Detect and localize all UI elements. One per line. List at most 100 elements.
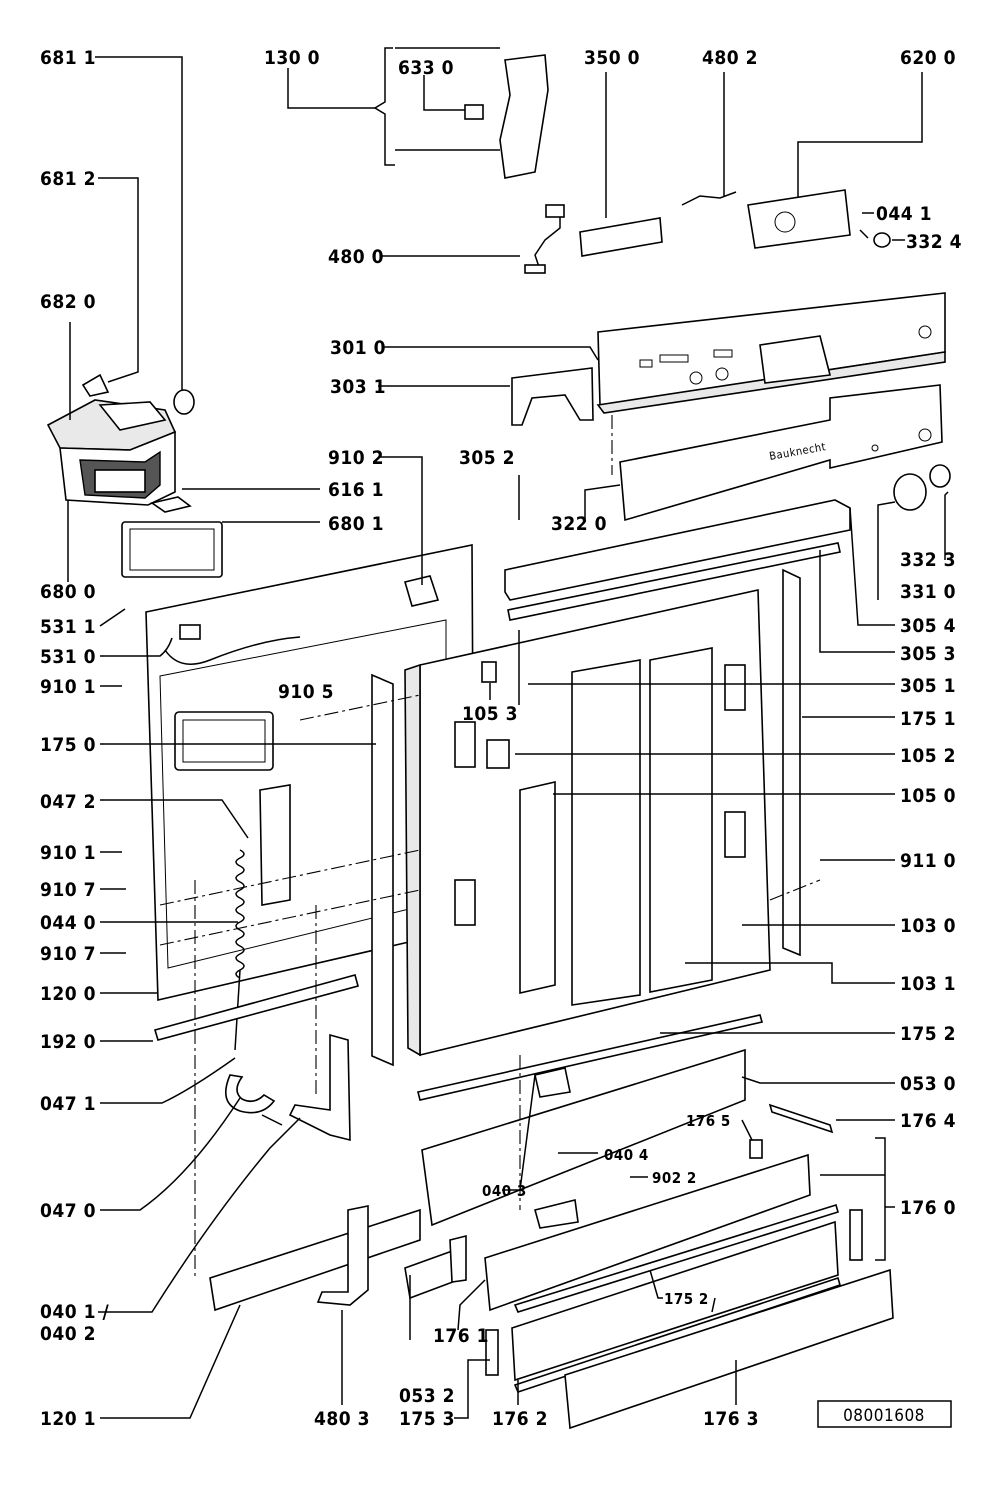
bottom-frame (421, 1048, 746, 1227)
label-192-0: 192 0 (40, 1031, 96, 1053)
label-531-1: 531 1 (40, 616, 96, 638)
label-331-0: 331 0 (900, 581, 956, 603)
label-910-5: 910 5 (278, 681, 334, 703)
label-332-3: 332 3 (900, 549, 956, 571)
kick-panel-middle (511, 1220, 839, 1382)
label-480-2: 480 2 (702, 47, 758, 69)
lower-door-strip (209, 1208, 421, 1312)
label-176-3: 176 3 (703, 1408, 759, 1430)
door-bracket (288, 1033, 351, 1142)
lower-rail (417, 1014, 764, 1101)
label-616-1: 616 1 (328, 479, 384, 501)
label-130-0: 130 0 (264, 47, 320, 69)
label-305-1: 305 1 (900, 675, 956, 697)
label-305-2: 305 2 (459, 447, 515, 469)
label-120-1: 120 1 (40, 1408, 96, 1430)
label-681-1: 681 1 (40, 47, 96, 69)
label-175-1: 175 1 (900, 708, 956, 730)
label-175-2-lower: 175 2 (664, 1290, 709, 1308)
kick-panel-upper (484, 1153, 811, 1312)
label-175-3: 175 3 (399, 1408, 455, 1430)
label-044-0: 044 0 (40, 912, 96, 934)
control-module (747, 189, 891, 249)
label-332-4: 332 4 (906, 231, 962, 253)
label-176-5: 176 5 (686, 1112, 731, 1130)
label-105-0: 105 0 (900, 785, 956, 807)
label-620-0: 620 0 (900, 47, 956, 69)
label-350-0: 350 0 (584, 47, 640, 69)
door-lock (464, 54, 549, 179)
label-305-4: 305 4 (900, 615, 956, 637)
label-682-0: 682 0 (40, 291, 96, 313)
label-120-0: 120 0 (40, 983, 96, 1005)
label-910-1-lower: 910 1 (40, 842, 96, 864)
kick-strip-1 (513, 1203, 839, 1313)
upper-channel (504, 499, 851, 601)
label-531-0: 531 0 (40, 646, 96, 668)
cable (681, 191, 737, 206)
label-910-2: 910 2 (328, 447, 384, 469)
side-strip-right (782, 568, 801, 957)
label-902-2: 902 2 (652, 1169, 697, 1187)
label-480-0: 480 0 (328, 246, 384, 268)
label-040-4: 040 4 (604, 1146, 649, 1164)
label-633-0: 633 0 (398, 57, 454, 79)
label-047-1: 047 1 (40, 1093, 96, 1115)
circuit-board (579, 217, 663, 257)
side-strip (371, 673, 394, 1067)
control-panel (596, 292, 946, 414)
leader-lines (67, 47, 949, 1419)
part-labels: 681 1 130 0 633 0 350 0 480 2 620 0 681 … (40, 47, 962, 1430)
assembly-lines (159, 415, 821, 1280)
trim-strip (153, 974, 359, 1041)
dispenser-unit (46, 373, 195, 513)
panel-cover (619, 384, 943, 522)
label-105-2: 105 2 (900, 745, 956, 767)
end-cap-left (485, 1329, 499, 1376)
label-480-3: 480 3 (314, 1408, 370, 1430)
label-680-0: 680 0 (40, 581, 96, 603)
parts-drawing (46, 54, 951, 1430)
label-910-1: 910 1 (40, 676, 96, 698)
corner-bracket-vert (449, 1234, 467, 1283)
label-040-3: 040 3 (482, 1182, 527, 1200)
label-105-3: 105 3 (462, 703, 518, 725)
knob-small (929, 464, 951, 488)
gasket (121, 521, 223, 578)
panel-bracket (511, 367, 594, 426)
switch-bracket (749, 1139, 763, 1159)
wiring-harness (534, 211, 561, 271)
label-176-1: 176 1 (433, 1325, 489, 1347)
label-103-1: 103 1 (900, 973, 956, 995)
label-103-0: 103 0 (900, 915, 956, 937)
label-303-1: 303 1 (330, 376, 386, 398)
top-strip (507, 542, 841, 621)
lever (768, 1103, 834, 1134)
label-301-0: 301 0 (330, 337, 386, 359)
label-910-7-lower: 910 7 (40, 943, 96, 965)
hinge (224, 1074, 276, 1114)
diagram-code-box: 08001608 (817, 1400, 952, 1428)
label-911-0: 911 0 (900, 850, 956, 872)
kick-strip-2 (513, 1276, 841, 1393)
label-305-3: 305 3 (900, 643, 956, 665)
knob-large (893, 473, 927, 511)
label-053-2: 053 2 (399, 1385, 455, 1407)
label-680-1: 680 1 (328, 513, 384, 535)
label-176-2: 176 2 (492, 1408, 548, 1430)
diagram-code: 08001608 (843, 1406, 925, 1426)
label-047-0: 047 0 (40, 1200, 96, 1222)
end-cap (849, 1209, 863, 1261)
label-044-1: 044 1 (876, 203, 932, 225)
label-040-2: 040 2 (40, 1323, 96, 1345)
inner-door-panel (404, 589, 771, 1057)
label-053-0: 053 0 (900, 1073, 956, 1095)
kick-panel-lower (564, 1268, 894, 1430)
label-047-2: 047 2 (40, 791, 96, 813)
label-910-7: 910 7 (40, 879, 96, 901)
label-322-0: 322 0 (551, 513, 607, 535)
handle-bracket (534, 1067, 571, 1098)
label-681-2: 681 2 (40, 168, 96, 190)
label-175-0: 175 0 (40, 734, 96, 756)
